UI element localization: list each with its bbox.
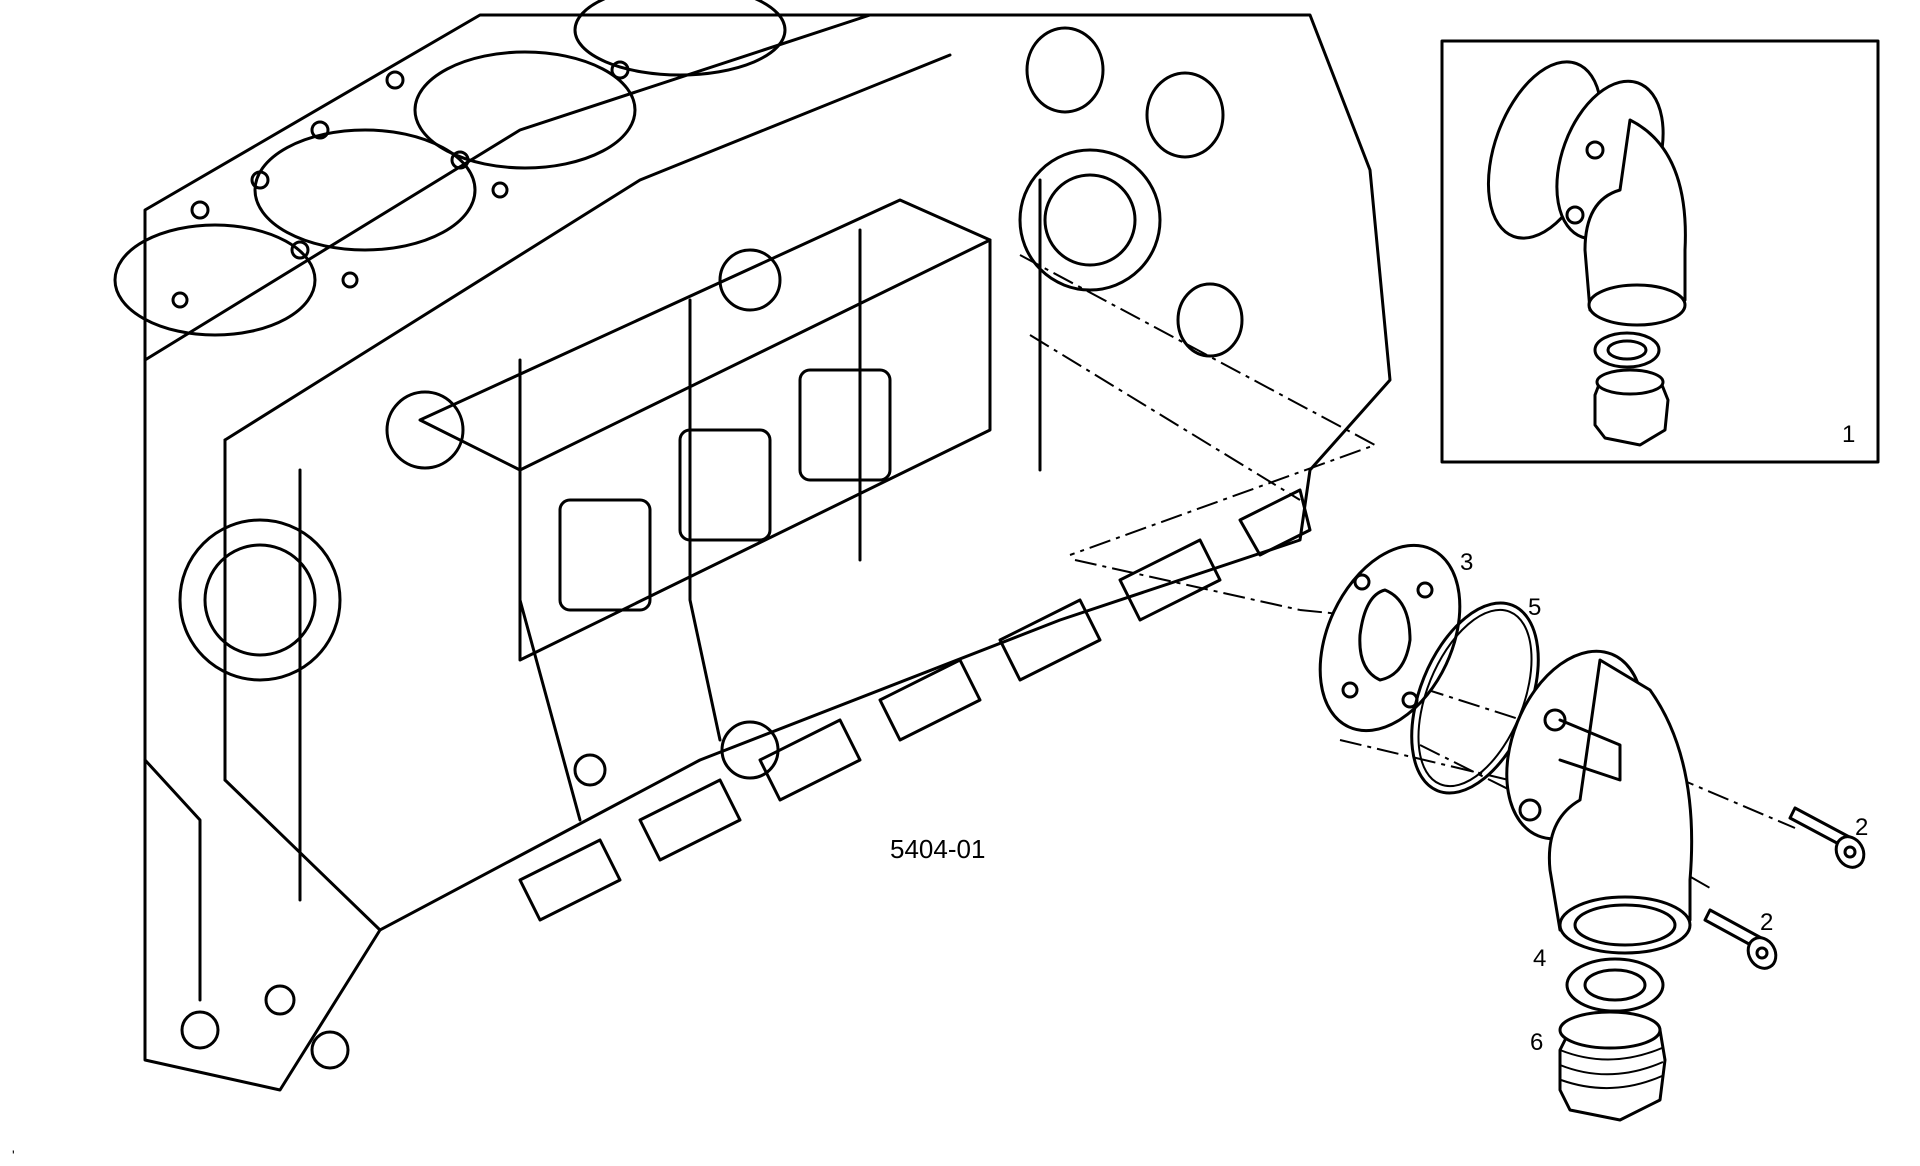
bolt-part-2-upper <box>1788 806 1866 869</box>
gasket-part-3 <box>1318 543 1462 733</box>
water-outlet-elbow <box>1505 649 1694 955</box>
stray-mark: ' <box>12 1147 15 1163</box>
inset-label: 1 <box>1842 421 1855 448</box>
inset-detail <box>1440 39 1880 464</box>
figure-reference-label: 5404-01 <box>890 834 985 864</box>
sealing-washer-part-4 <box>1565 957 1665 1013</box>
callout-5: 5 <box>1528 594 1541 621</box>
callout-2-upper: 2 <box>1855 814 1868 841</box>
bolt-part-2-lower <box>1703 908 1778 970</box>
callout-2-lower: 2 <box>1760 909 1773 936</box>
callout-4: 4 <box>1533 945 1546 972</box>
callout-3: 3 <box>1460 549 1473 576</box>
union-fitting-part-6 <box>1558 1010 1667 1122</box>
callout-6: 6 <box>1530 1029 1543 1056</box>
engine-block <box>113 0 1392 1092</box>
